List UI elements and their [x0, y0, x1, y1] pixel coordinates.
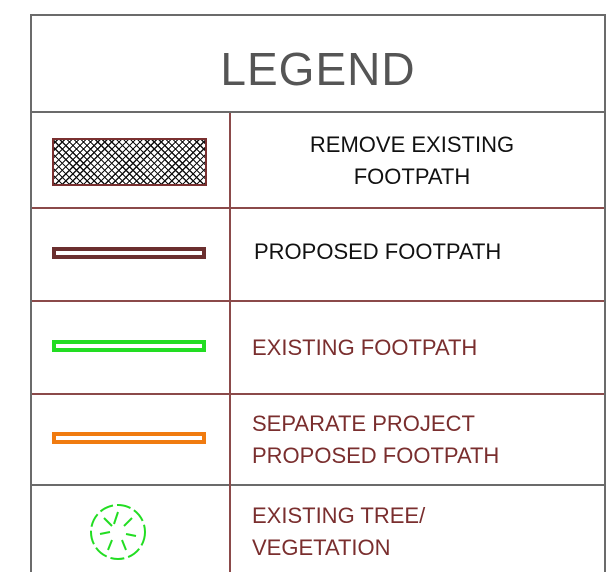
- label-line: EXISTING FOOTPATH: [252, 335, 478, 360]
- legend-row-remove-existing: REMOVE EXISTING FOOTPATH: [232, 129, 592, 193]
- legend-row-separate-project: SEPARATE PROJECT PROPOSED FOOTPATH: [252, 408, 592, 472]
- row-divider: [32, 393, 604, 395]
- label-line: VEGETATION: [252, 535, 391, 560]
- existing-footpath-swatch: [52, 340, 206, 352]
- label-line: PROPOSED FOOTPATH: [254, 239, 502, 264]
- legend-title: LEGEND: [220, 42, 416, 95]
- legend-row-proposed: PROPOSED FOOTPATH: [254, 236, 594, 268]
- label-line: REMOVE EXISTING: [309, 132, 515, 157]
- column-divider: [229, 113, 231, 572]
- tree-icon: [90, 504, 146, 560]
- label-line: PROPOSED FOOTPATH: [252, 443, 500, 468]
- row-divider: [32, 207, 604, 209]
- legend-row-existing: EXISTING FOOTPATH: [252, 332, 592, 364]
- label-line: EXISTING TREE/: [252, 503, 426, 528]
- title-divider: [32, 111, 604, 113]
- legend-table: LEGEND REMOVE EXISTING FOOTPATH PROPOSED…: [30, 14, 606, 572]
- crosshatch-swatch: [52, 138, 207, 186]
- label-line: FOOTPATH: [353, 164, 471, 189]
- row-divider: [32, 300, 604, 302]
- legend-row-existing-tree: EXISTING TREE/ VEGETATION: [252, 500, 592, 564]
- legend-title-cell: LEGEND: [32, 14, 604, 113]
- row-divider: [32, 484, 604, 486]
- proposed-footpath-swatch: [52, 247, 206, 259]
- separate-project-swatch: [52, 432, 206, 444]
- label-line: SEPARATE PROJECT: [252, 411, 475, 436]
